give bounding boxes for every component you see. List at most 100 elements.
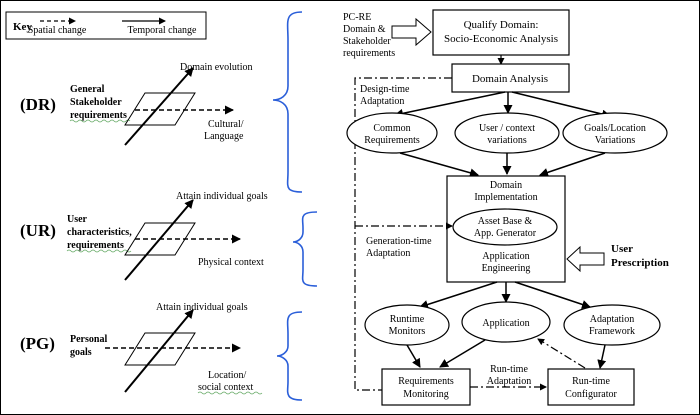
spellcheck-underline [66,249,132,253]
plane-shape [124,92,196,126]
level-pg-req-1: Personal [70,334,107,345]
pc-re-line-3: Stakeholder [343,36,391,47]
runtime-config-1: Run-time [572,376,610,387]
req-monitoring-2: Monitoring [403,389,449,400]
temporal-arrow [124,199,194,281]
key-spatial-label: Spatial change [28,25,87,36]
run-time-adapt-1: Run-time [490,364,528,375]
arrow [406,344,421,368]
spellcheck-underline [197,391,263,395]
level-pg-right-2: social context [198,382,253,393]
level-pg-up-label: Attain individual goals [156,302,248,313]
pc-re-line-2: Domain & [343,24,386,35]
user-context-2: variations [487,135,527,146]
key-box [5,11,207,40]
qualify-line-1: Qualify Domain: [464,19,539,31]
temporal-arrow [124,67,194,146]
application-label: Application [482,318,529,329]
domain-impl-2: Implementation [474,192,537,203]
runtime-monitors-node [364,304,450,346]
adaptation-fw-1: Adaptation [590,314,634,325]
generation-time-2: Adaptation [366,248,410,259]
req-monitoring-1: Requirements [398,376,454,387]
level-ur: (UR) User characteristics, requirements … [20,191,268,281]
asset-base-1: Asset Base & [478,216,533,227]
level-dr-abbr: (DR) [20,95,56,114]
level-pg-abbr: (PG) [20,334,55,353]
runtime-monitors-1: Runtime [390,314,425,325]
domain-impl-1: Domain [490,180,522,191]
user-prescription-1: User [611,243,633,255]
level-dr-req-1: General [70,84,105,95]
runtime-config-2: Configurator [565,389,617,400]
hollow-arrow-icon [391,17,432,47]
arrow [539,152,606,177]
application-node [461,301,551,343]
arrow [419,281,498,309]
arrow [511,91,611,119]
level-dr-req-3: requirements [70,110,127,121]
app-eng-2: Engineering [482,263,531,274]
temporal-arrow [124,309,194,393]
qualify-line-2: Socio-Economic Analysis [444,33,558,45]
level-dr: (DR) General Stakeholder requirements Do… [20,62,253,146]
domain-analysis-label: Domain Analysis [472,73,548,85]
level-ur-abbr: (UR) [20,221,56,240]
common-requirements-node [346,112,438,154]
plane-shape [124,332,196,366]
key-temporal-label: Temporal change [128,25,198,36]
level-pg-right-1: Location/ [208,370,247,381]
domain-analysis-box [451,63,570,93]
pc-re-line-1: PC-RE [343,12,371,23]
level-ur-req-1: User [67,214,88,225]
pc-re-line-4: requirements [343,48,395,59]
hollow-arrow-left-icon [566,245,605,273]
goals-location-2: Variations [595,135,636,146]
level-pg-req-2: goals [70,347,92,358]
adaptation-fw-2: Framework [589,326,635,337]
pc-re-label: PC-RE Domain & Stakeholder requirements [343,12,395,59]
brace-pg [276,311,303,401]
level-dr-req-2: Stakeholder [70,97,122,108]
design-time-line [354,77,452,391]
level-ur-req-2: characteristics, [67,227,132,238]
brace-dr [272,11,303,193]
asset-base-node [452,208,558,246]
runtime-configurator-box [547,368,635,406]
arrow [439,339,486,368]
design-time-1: Design-time [360,84,410,95]
plane-shape [124,222,196,256]
adaptation-framework-node [563,304,661,346]
qualify-domain-box [432,9,570,56]
level-dr-right-1: Cultural/ [208,119,244,130]
brace-ur [292,211,318,287]
level-dr-right-2: Language [204,131,244,142]
user-prescription-2: Prescription [611,257,669,269]
level-pg: (PG) Personal goals Attain individual go… [20,302,263,395]
level-dr-up-label: Domain evolution [180,62,253,73]
asset-base-2: App. Generator [474,228,537,239]
goals-location-node [562,112,668,154]
arrow [597,344,607,369]
design-time-2: Adaptation [360,96,404,107]
generation-time-1: Generation-time [366,236,432,247]
user-context-1: User / context [479,123,535,134]
runtime-monitors-2: Monitors [389,326,426,337]
key-legend: Key Spatial change Temporal change [5,11,207,40]
arrow [514,281,591,309]
level-ur-right-1: Physical context [198,257,264,268]
runtime-to-app-line [537,338,586,369]
app-eng-1: Application [482,251,529,262]
goals-location-1: Goals/Location [584,123,646,134]
common-req-1: Common [373,123,410,134]
blue-braces [272,11,318,401]
key-title: Key [13,21,32,33]
run-time-adapt-2: Adaptation [487,376,531,387]
common-req-2: Requirements [364,135,420,146]
level-ur-up-label: Attain individual goals [176,191,268,202]
arrow [399,152,479,178]
level-ur-req-3: requirements [67,240,124,251]
